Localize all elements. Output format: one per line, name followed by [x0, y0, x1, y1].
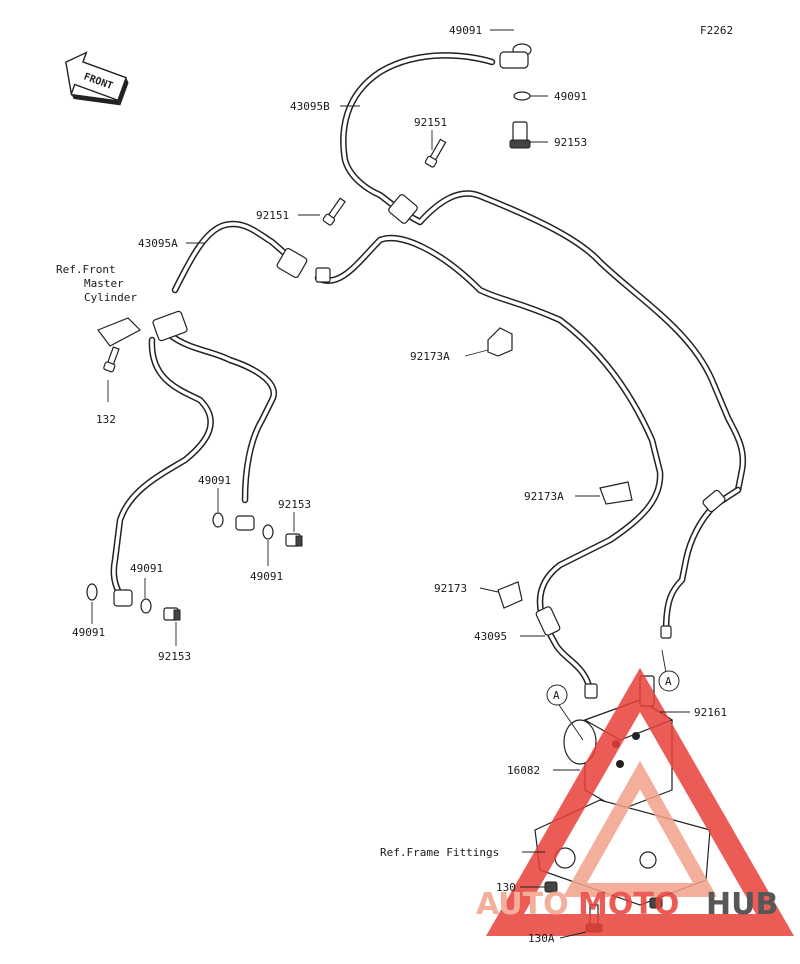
ref-master-cylinder-line2: Master — [84, 277, 124, 290]
ref-master-cylinder-line1: Ref.Front — [56, 263, 116, 276]
callout-92153-left: 92153 — [158, 650, 191, 663]
callout-92161: 92161 — [694, 706, 727, 719]
marker-a-right-label: A — [665, 675, 672, 688]
circle-marker-a-left: A — [546, 684, 568, 706]
callout-49091-mid2: 49091 — [250, 570, 283, 583]
hose-fittings — [86, 43, 726, 699]
callout-92173A-1: 92173A — [410, 350, 450, 363]
watermark-text-moto: MOTO — [578, 887, 679, 922]
callout-92173: 92173 — [434, 582, 467, 595]
callout-92153-mid: 92153 — [278, 498, 311, 511]
callout-92151-top: 92151 — [414, 116, 447, 129]
callout-16082: 16082 — [507, 764, 540, 777]
callout-130A: 130A — [528, 932, 555, 945]
watermark-text-hub: HUB — [706, 887, 778, 922]
callout-labels: 49091 49091 92153 43095B 92151 92151 430… — [56, 24, 727, 945]
circle-marker-a-right: A — [658, 670, 680, 692]
callout-49091-top: 49091 — [449, 24, 482, 37]
brake-lines — [110, 52, 747, 694]
callout-132: 132 — [96, 413, 116, 426]
front-direction-arrow: FRONT — [65, 51, 129, 106]
callout-92151-mid: 92151 — [256, 209, 289, 222]
callout-49091-left2: 49091 — [72, 626, 105, 639]
ref-frame-fittings: Ref.Frame Fittings — [380, 846, 499, 859]
callout-49091-left: 49091 — [130, 562, 163, 575]
callout-49091-mid: 49091 — [198, 474, 231, 487]
callout-43095: 43095 — [474, 630, 507, 643]
figure-code: F2262 — [700, 24, 733, 37]
ref-master-cylinder-line3: Cylinder — [84, 291, 137, 304]
callout-43095A: 43095A — [138, 237, 178, 250]
callout-92173A-2: 92173A — [524, 490, 564, 503]
callout-130: 130 — [496, 881, 516, 894]
callout-92153-top: 92153 — [554, 136, 587, 149]
callout-43095B: 43095B — [290, 100, 330, 113]
watermark-logo: AUTO MOTO HUB — [476, 667, 795, 936]
watermark-text-auto: AUTO — [476, 887, 569, 922]
callout-49091-top2: 49091 — [554, 90, 587, 103]
marker-a-left-label: A — [553, 689, 560, 702]
